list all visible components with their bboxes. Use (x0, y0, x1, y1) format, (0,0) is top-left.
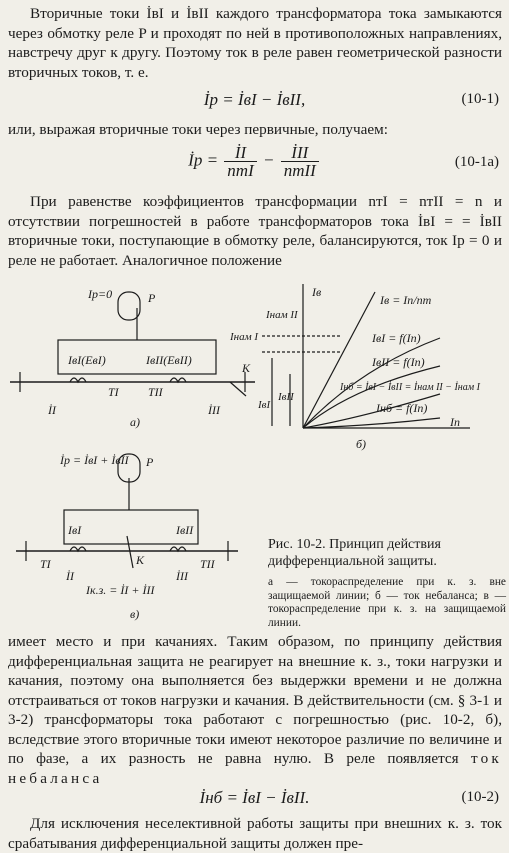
equation-10-1a-number: (10-1а) (454, 154, 499, 170)
c-right-sec: IвII (175, 523, 194, 537)
paragraph-3: При равенстве коэффициентов трансформаци… (8, 193, 502, 269)
b-inam-1: Iнам I (229, 331, 259, 343)
b-label: б) (356, 437, 366, 451)
figure-10-2: Iр=0 P IвI(EвI) IвII(EвII) TI TII İI İII… (10, 284, 481, 621)
a-prim-right: İII (207, 403, 221, 417)
c-relay: P (145, 455, 154, 469)
b-y-axis: Iв (311, 285, 321, 299)
a-label: а) (130, 415, 140, 429)
equation-10-2-number: (10-2) (461, 789, 500, 805)
paragraph-4: имеет место и при качаниях. Таким образо… (8, 633, 502, 787)
c-left-sec: IвI (67, 523, 82, 537)
figure-caption-title: Рис. 10-2. Принцип действия дифференциал… (268, 537, 441, 569)
b-line-label: Iв = Iп/nт (379, 293, 432, 307)
b-curve-1: IвI = f(Iп) (371, 331, 421, 345)
eq2-minus: − (263, 150, 275, 170)
c-ct-right: TII (200, 557, 216, 571)
paragraph-1: Вторичные токи İвI и İвII каждого трансф… (8, 5, 502, 81)
b-unb-eq: Iнб = İвI − İвII = İнам II − İнам I (339, 381, 481, 393)
c-ct-left: TI (40, 557, 52, 571)
a-prim-left: İI (47, 403, 57, 417)
c-relay-current: İр = İвI + İвII (59, 453, 130, 467)
b-x-axis: Iп (449, 415, 460, 429)
panel-a-circuit (10, 291, 255, 397)
a-ct-right: TII (148, 385, 164, 399)
a-left-sec: IвI(EвI) (67, 353, 106, 367)
equation-10-2: İнб = İвI − İвII. (10-2) (0, 786, 509, 812)
c-prim-right: İII (175, 569, 189, 583)
panel-b-graph (262, 284, 470, 429)
equation-10-1-number: (10-1) (461, 91, 500, 107)
b-iv1: IвI (257, 399, 271, 411)
a-fault: K (241, 361, 251, 375)
b-curve-2: IвII = f(Iп) (371, 355, 425, 369)
b-curve-unb: Iнб = f(Iп) (375, 401, 427, 415)
panel-c-circuit (16, 453, 238, 569)
eq2-lhs: İр = (188, 150, 219, 170)
a-relay: P (147, 291, 156, 305)
paragraph-5: Для исключения неселективной работы защи… (8, 815, 502, 852)
equation-10-2-expr: İнб = İвI − İвII. (199, 788, 310, 807)
equation-10-1: İр = İвI − İвII, (10-1) (0, 88, 509, 114)
b-inam-2: Iнам II (265, 309, 299, 321)
figure-caption-body: а — токораспределение при к. з. вне защи… (268, 576, 506, 629)
c-fault-current: Iк.з. = İI + İII (85, 583, 155, 597)
spaced-term: ток небаланса (8, 750, 502, 787)
c-fault: K (135, 553, 145, 567)
c-label: в) (130, 607, 139, 621)
c-prim-left: İI (65, 569, 75, 583)
a-relay-current: Iр=0 (87, 287, 112, 301)
b-iv2: IвII (277, 391, 295, 403)
a-right-sec: IвII(EвII) (145, 353, 192, 367)
equation-10-1-expr: İр = İвI − İвII, (203, 90, 306, 109)
a-ct-left: TI (108, 385, 120, 399)
paragraph-2: или, выражая вторичные токи через первич… (8, 121, 388, 138)
